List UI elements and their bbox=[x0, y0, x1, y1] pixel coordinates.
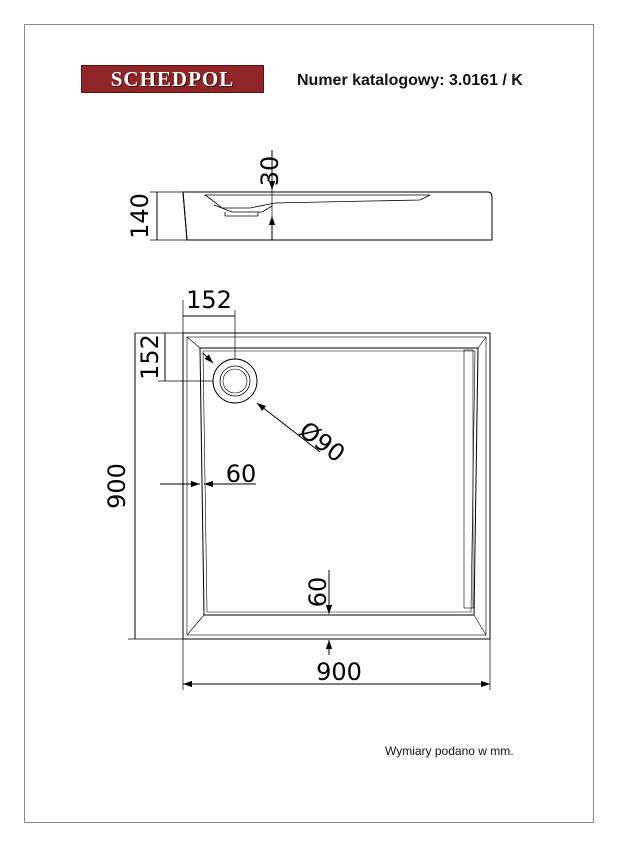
dim-drain-offset-x-label: 152 bbox=[186, 286, 232, 314]
dim-drain-diameter-label: Ø90 bbox=[294, 416, 350, 468]
drawing-frame bbox=[24, 24, 594, 823]
dim-rim-left-label: 60 bbox=[226, 460, 257, 488]
catalog-number: Numer katalogowy: 3.0161 / K bbox=[297, 72, 523, 89]
dim-drain-offset-y-label: 152 bbox=[136, 334, 164, 380]
dim-width-label: 900 bbox=[316, 658, 362, 686]
dim-drain-depth-label: 30 bbox=[256, 156, 284, 187]
dim-height-label: 140 bbox=[126, 193, 154, 239]
schedpol-logo: SCHEDPOL bbox=[81, 65, 264, 93]
dim-depth-label: 900 bbox=[103, 463, 131, 509]
units-footnote: Wymiary podano w mm. bbox=[385, 744, 514, 758]
drain-inner-ring bbox=[219, 365, 251, 397]
logo-text: SCHEDPOL bbox=[110, 66, 235, 91]
side-profile-view bbox=[150, 150, 493, 241]
top-view bbox=[128, 300, 491, 690]
tray-outer-edge bbox=[182, 332, 491, 640]
dim-rim-bottom-label: 60 bbox=[304, 577, 332, 608]
tray-profile-outline bbox=[182, 191, 493, 241]
